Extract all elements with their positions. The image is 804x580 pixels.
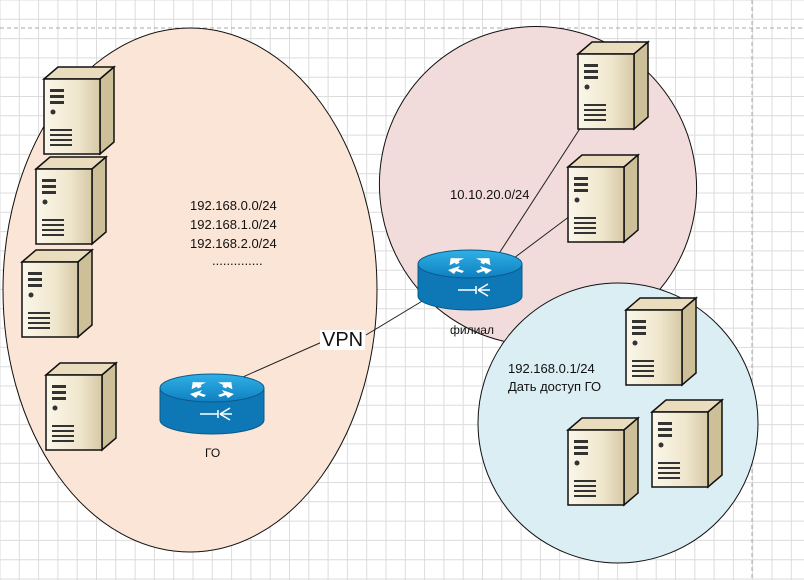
server-icon (45, 362, 117, 451)
branch-router-label: филиал (450, 323, 494, 337)
ho-subnet-1: 192.168.0.0/24 (190, 198, 277, 213)
server-icon (625, 297, 697, 386)
ho-subnet-2: 192.168.1.0/24 (190, 217, 277, 232)
ho-subnets-more: .............. (212, 253, 263, 268)
server-icon (567, 417, 639, 506)
router-icon (159, 373, 265, 435)
server-icon (651, 399, 723, 488)
server-icon (21, 249, 93, 338)
server-icon (577, 41, 649, 130)
branch-subnet: 10.10.20.0/24 (450, 187, 530, 202)
ho-subnet-3: 192.168.2.0/24 (190, 236, 277, 251)
third-subnet: 192.168.0.1/24 (508, 361, 595, 376)
server-icon (43, 66, 115, 155)
router-icon (417, 249, 523, 311)
branch-link-line (497, 109, 593, 256)
vpn-link-line (365, 299, 425, 336)
server-icon (35, 156, 107, 245)
third-note: Дать доступ ГО (508, 379, 602, 394)
ho-router-label: ГО (205, 446, 221, 460)
server-icon (567, 154, 639, 243)
vpn-label: VPN (320, 329, 366, 351)
